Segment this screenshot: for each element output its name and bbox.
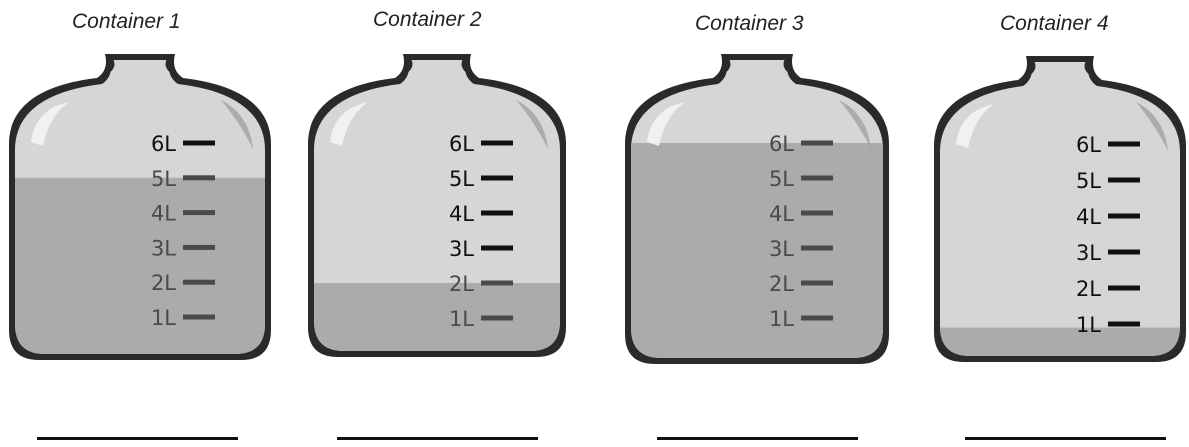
scale-label-1L: 1L [769, 307, 794, 331]
scale-label-2L: 2L [151, 271, 176, 295]
scale-label-5L: 5L [151, 167, 176, 191]
scale-label-4L: 4L [449, 202, 474, 226]
neck-thread [405, 56, 413, 72]
container-2-title: Container 2 [373, 8, 482, 31]
scale-label-2L: 2L [769, 272, 794, 296]
container-3-title: Container 3 [695, 12, 804, 35]
scale-tick-1L [1108, 321, 1140, 327]
neck-thread [1028, 58, 1036, 74]
scale-tick-2L [1108, 285, 1140, 291]
scale-label-6L: 6L [151, 132, 176, 156]
scale-tick-1L [481, 315, 513, 321]
scale-label-1L: 1L [1076, 313, 1101, 337]
scale-tick-4L [481, 210, 513, 216]
scale-tick-5L [481, 175, 513, 181]
scale-tick-1L [183, 314, 215, 320]
scale-label-3L: 3L [1076, 241, 1101, 265]
jar-4: 6L 5L 4L 3L 2L 1L [934, 56, 1186, 362]
scale-label-4L: 4L [151, 202, 176, 226]
scale-label-2L: 2L [1076, 277, 1101, 301]
scale-tick-5L [801, 175, 833, 181]
jar-2: 6L 5L 4L 3L 2L 1L [308, 54, 566, 357]
scale-label-5L: 5L [449, 167, 474, 191]
scale-label-5L: 5L [769, 167, 794, 191]
neck-thread [461, 56, 469, 72]
scale-label-6L: 6L [449, 132, 474, 156]
scale-label-1L: 1L [449, 307, 474, 331]
scale-label-1L: 1L [151, 306, 176, 330]
scale-tick-5L [183, 175, 215, 181]
scale-tick-3L [801, 245, 833, 251]
scale-label-4L: 4L [1076, 205, 1101, 229]
scale-tick-2L [481, 280, 513, 286]
scale-tick-2L [801, 280, 833, 286]
answer-line-3[interactable] [657, 437, 858, 440]
jar-3: 6L 5L 4L 3L 2L 1L [625, 54, 889, 364]
neck-thread [107, 56, 115, 72]
answer-line-4[interactable] [965, 437, 1166, 440]
scale-label-5L: 5L [1076, 169, 1101, 193]
jar-1: 6L 5L 4L 3L 2L 1L [9, 54, 271, 360]
jar-liquid [314, 283, 560, 351]
container-1-title: Container 1 [72, 10, 181, 33]
scale-tick-4L [183, 210, 215, 216]
scale-label-4L: 4L [769, 202, 794, 226]
jar-liquid [15, 177, 265, 354]
jar-glass [314, 60, 560, 351]
scale-tick-4L [1108, 213, 1140, 219]
scale-tick-1L [801, 315, 833, 321]
scale-label-3L: 3L [449, 237, 474, 261]
scale-tick-6L [481, 140, 513, 146]
jar-liquid [631, 143, 883, 358]
scale-tick-5L [1108, 177, 1140, 183]
jar-shine [330, 102, 368, 146]
jar-shine [956, 104, 994, 148]
neck-thread [783, 56, 791, 72]
scale-tick-6L [1108, 141, 1140, 147]
scale-tick-3L [183, 244, 215, 250]
scale-tick-4L [801, 210, 833, 216]
jar-liquid [940, 327, 1180, 356]
scale-tick-2L [183, 279, 215, 285]
neck-thread [723, 56, 731, 72]
scale-label-2L: 2L [449, 272, 474, 296]
scale-tick-6L [183, 140, 215, 146]
neck-thread [1084, 58, 1092, 74]
scale-tick-3L [1108, 249, 1140, 255]
scale-label-6L: 6L [769, 132, 794, 156]
neck-thread [165, 56, 173, 72]
jar-shine [31, 102, 69, 146]
answer-line-2[interactable] [337, 437, 538, 440]
scale-label-6L: 6L [1076, 133, 1101, 157]
scale-label-3L: 3L [151, 236, 176, 260]
container-4-title: Container 4 [1000, 12, 1109, 35]
jar-glass [940, 62, 1180, 356]
scale-tick-3L [481, 245, 513, 251]
scale-label-3L: 3L [769, 237, 794, 261]
answer-line-1[interactable] [37, 437, 238, 440]
scale-tick-6L [801, 140, 833, 146]
jar-shine [647, 102, 685, 146]
